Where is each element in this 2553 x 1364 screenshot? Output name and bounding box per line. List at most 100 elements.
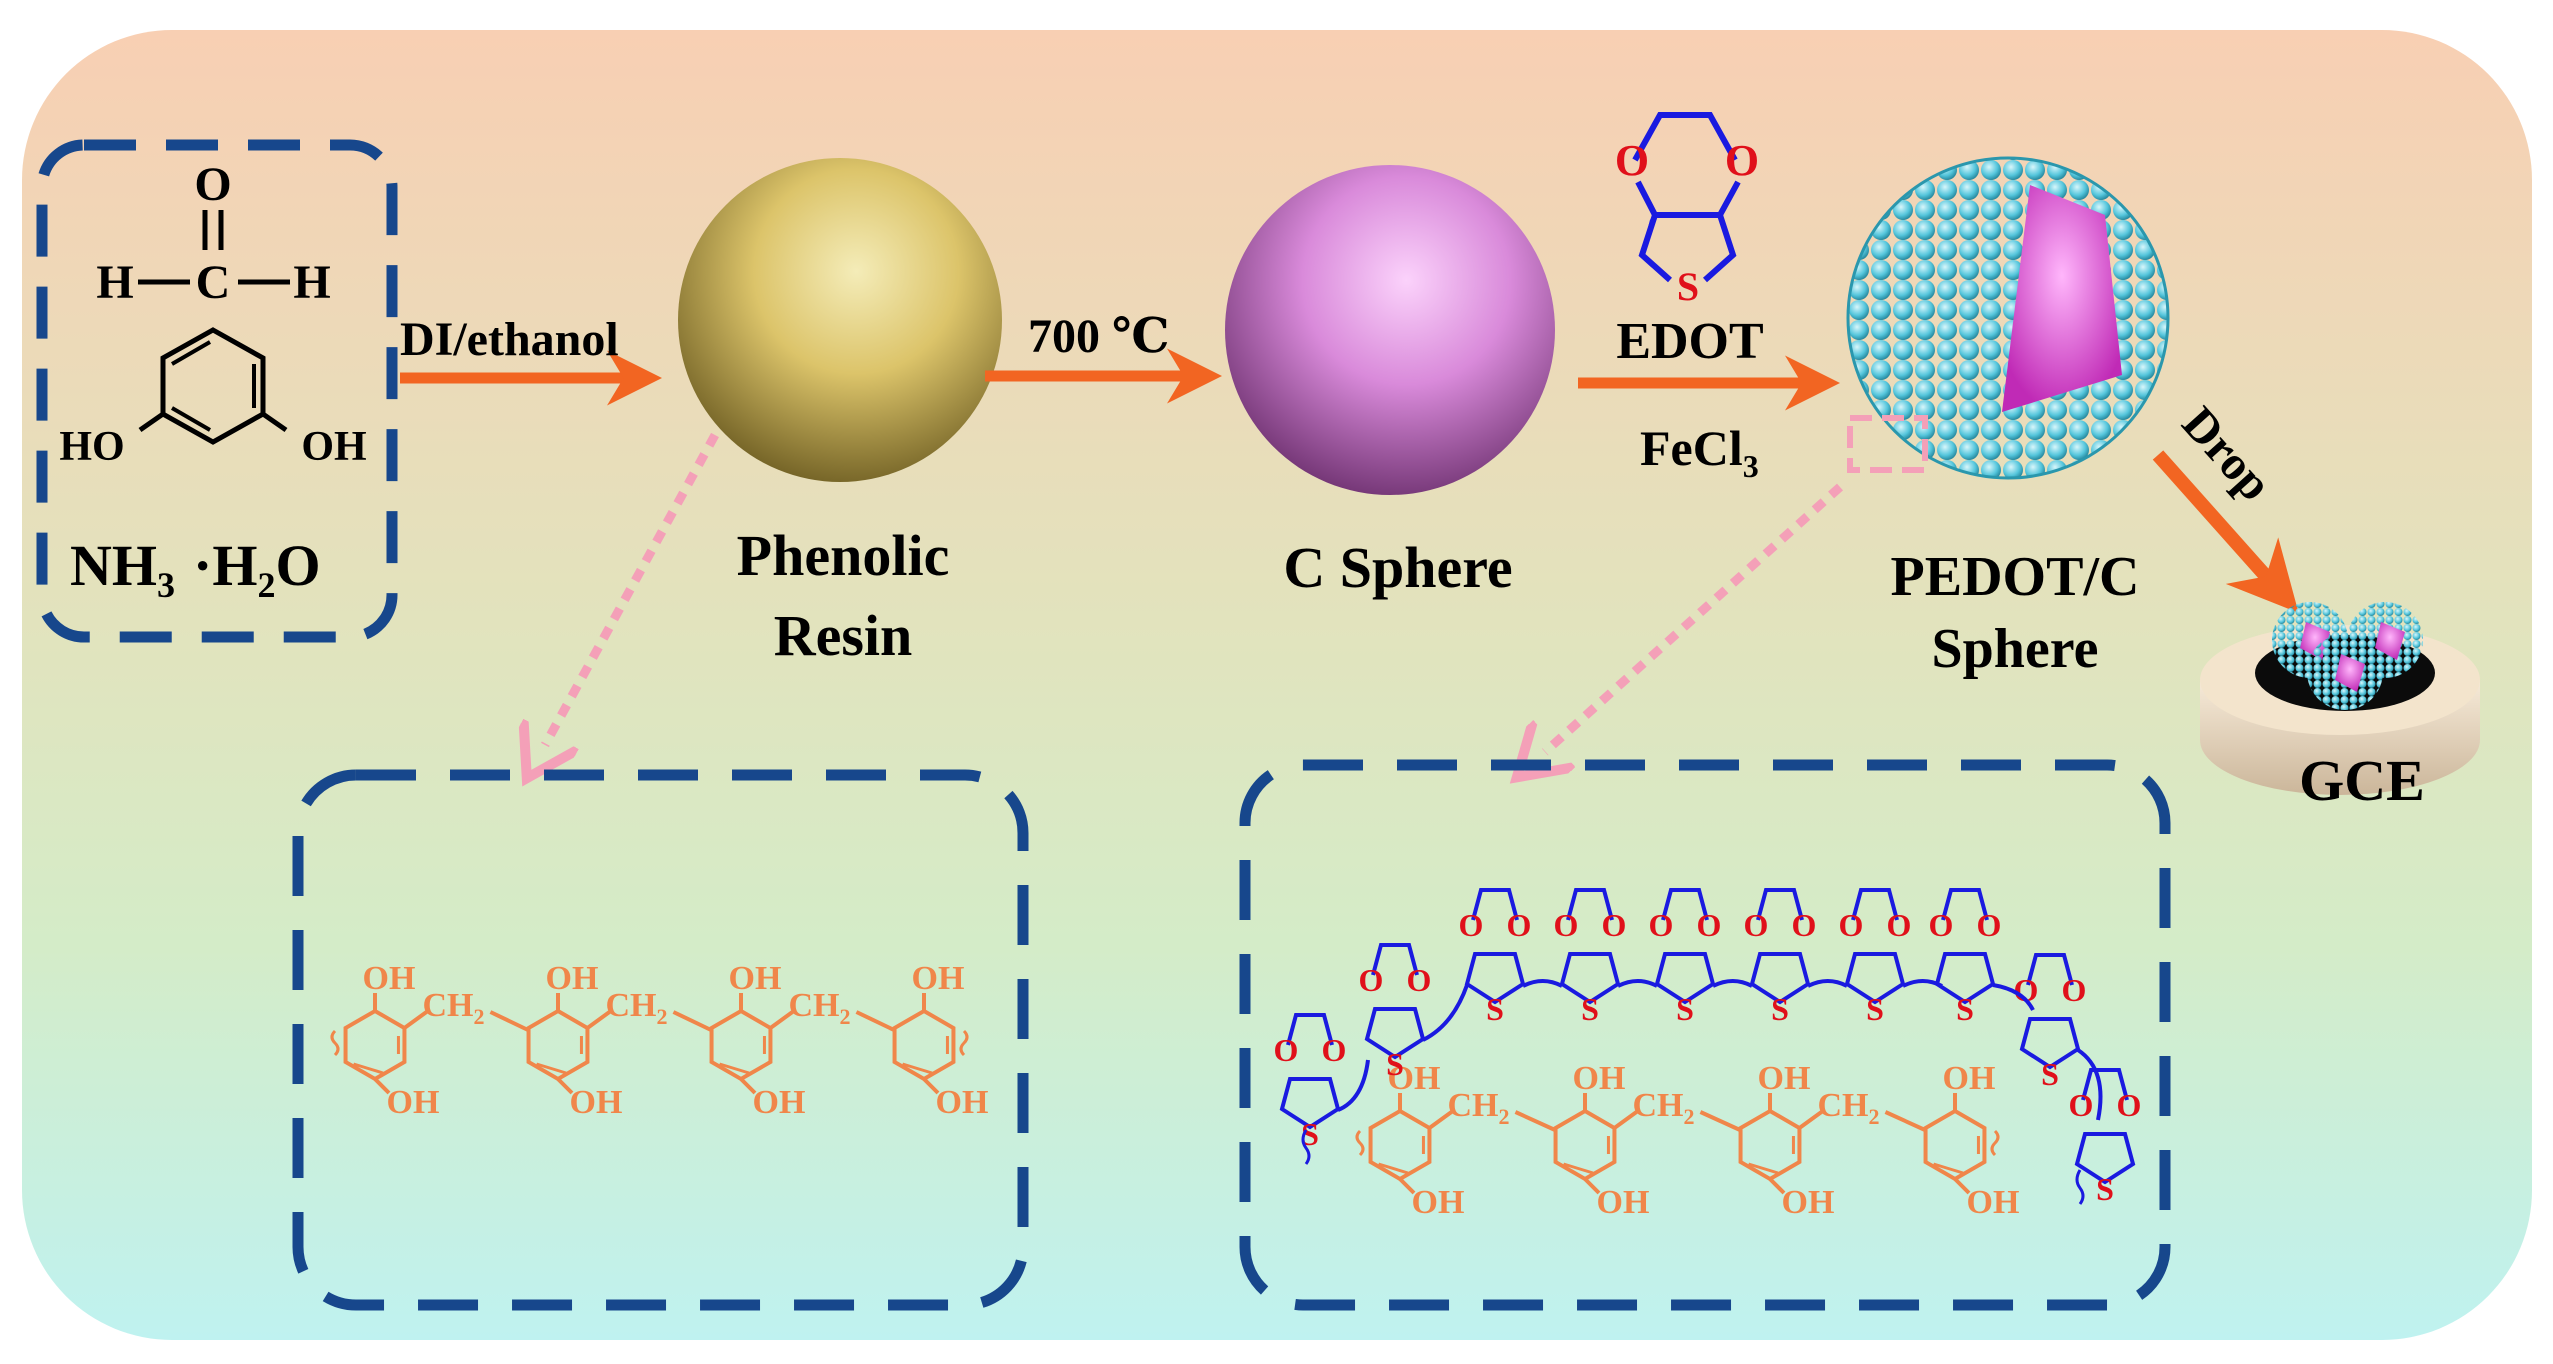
oh-bottom: OH [1412, 1184, 1465, 1221]
ch2-bridge: CH2 [1817, 1087, 1879, 1129]
oh-top: OH [729, 960, 782, 997]
oh-bottom: OH [1597, 1184, 1650, 1221]
edot-s: S [1771, 991, 1789, 1027]
carbon-sphere-label: C Sphere [1283, 535, 1512, 600]
ch2-bridge: CH2 [1447, 1087, 1509, 1129]
edot-o: O [1649, 907, 1674, 943]
oh-top: OH [1388, 1060, 1441, 1097]
edot-s: S [1301, 1116, 1319, 1152]
edot-s: S [1581, 991, 1599, 1027]
oh-top: OH [363, 960, 416, 997]
resorcinol-oh-left: HO [59, 424, 124, 470]
step1-label: DI/ethanol [400, 313, 619, 366]
step3-label-top: EDOT [1616, 313, 1763, 370]
edot-o: O [1507, 907, 1532, 943]
edot-o-left: O [1615, 136, 1649, 185]
phenol-unit: OH OH [1923, 1060, 2020, 1221]
edot-o: O [1977, 907, 2002, 943]
gce-electrode [2200, 602, 2480, 795]
edot-o: O [1602, 907, 1627, 943]
formaldehyde-h-left: H [96, 256, 133, 309]
formaldehyde-c: C [196, 256, 231, 309]
oh-top: OH [1758, 1060, 1811, 1097]
edot-o: O [1887, 907, 1912, 943]
pedot-label-2: Sphere [1932, 618, 2099, 680]
ch2-bridge: CH2 [1632, 1087, 1694, 1129]
edot-s: S [1866, 991, 1884, 1027]
ch2-bridge: CH2 [788, 987, 850, 1029]
edot-o: O [1839, 907, 1864, 943]
edot-o: O [2117, 1087, 2142, 1123]
edot-o: O [1459, 907, 1484, 943]
carbon-sphere [1225, 165, 1555, 495]
phenol-unit: OH OH [709, 960, 806, 1121]
oh-top: OH [1573, 1060, 1626, 1097]
gce-label: GCE [2299, 748, 2425, 813]
resorcinol-oh-right: OH [301, 424, 366, 470]
edot-o: O [1697, 907, 1722, 943]
edot-o-right: O [1725, 136, 1759, 185]
edot-s: S [1956, 991, 1974, 1027]
ammonia-label: NH3·H2O [70, 533, 321, 605]
oh-bottom: OH [936, 1084, 989, 1121]
edot-s: S [1486, 991, 1504, 1027]
phenolic-resin-label-2: Resin [774, 603, 913, 668]
ch2-bridge: CH2 [605, 987, 667, 1029]
reactants-box: O C H H HO OH NH3·H2O [36, 139, 398, 643]
step2-label: 700 ℃ [1028, 310, 1170, 363]
phenol-unit: OH OH [1738, 1060, 1835, 1221]
edot-o: O [1322, 1032, 1347, 1068]
edot-s: S [2041, 1056, 2059, 1092]
edot-o: O [1359, 962, 1384, 998]
oh-bottom: OH [1967, 1184, 2020, 1221]
phenol-unit: OH OH [526, 960, 623, 1121]
phenol-unit: OH OH [892, 960, 989, 1121]
edot-o: O [1407, 962, 1432, 998]
ch2-bridge: CH2 [422, 987, 484, 1029]
edot-s: S [1386, 1046, 1404, 1082]
edot-o: O [1554, 907, 1579, 943]
edot-s: S [1676, 991, 1694, 1027]
pedot-c-sphere [1846, 156, 2170, 480]
edot-o: O [1792, 907, 1817, 943]
pedot-label-1: PEDOT/C [1891, 546, 2140, 608]
formaldehyde-o: O [194, 158, 231, 211]
oh-bottom: OH [1782, 1184, 1835, 1221]
oh-top: OH [1943, 1060, 1996, 1097]
edot-o: O [2062, 972, 2087, 1008]
zoom-arrow-pedot [1545, 483, 1844, 752]
edot-molecule: O O S [1615, 112, 1759, 309]
oh-bottom: OH [387, 1084, 440, 1121]
edot-o: O [1274, 1032, 1299, 1068]
oh-bottom: OH [753, 1084, 806, 1121]
phenolic-resin-sphere [678, 158, 1002, 482]
edot-o: O [2069, 1087, 2094, 1123]
oh-top: OH [912, 960, 965, 997]
step3-label-bottom: FeCl3 [1640, 420, 1759, 484]
phenol-unit: OH OH [1368, 1060, 1465, 1221]
edot-o: O [1929, 907, 1954, 943]
edot-s: S [1677, 264, 1699, 309]
zoom-arrow-resin [545, 432, 719, 745]
arrow-drop [2152, 450, 2299, 613]
zoom-marker [1847, 415, 1928, 473]
oh-bottom: OH [570, 1084, 623, 1121]
oh-top: OH [546, 960, 599, 997]
phenolic-resin-label-1: Phenolic [737, 523, 950, 588]
formaldehyde-h-right: H [293, 256, 330, 309]
